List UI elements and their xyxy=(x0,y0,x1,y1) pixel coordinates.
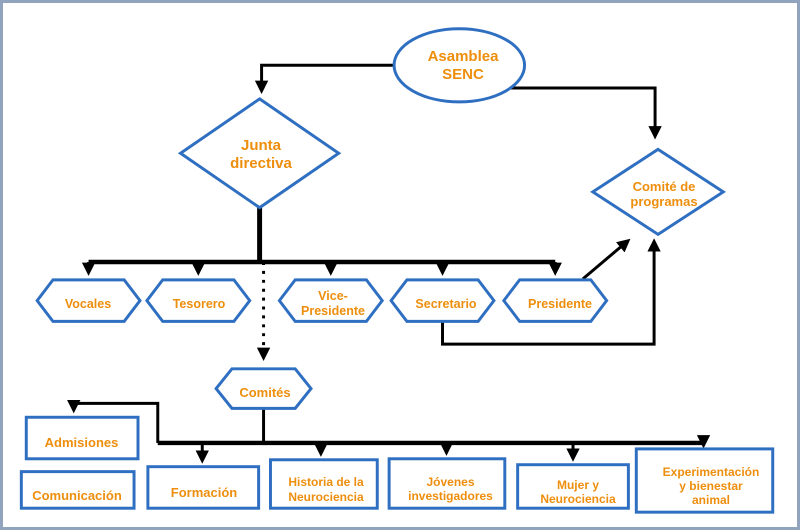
node-experimentacion-label: Experimentación y bienestar animal xyxy=(662,464,760,508)
comite-programas-diamond-shape xyxy=(590,147,727,237)
mujer-box-shape xyxy=(516,463,630,510)
presidente-hexagon-shape xyxy=(501,278,609,323)
node-comite-programas-label: Comité de programas xyxy=(630,178,698,209)
tesorero-hexagon-shape xyxy=(145,278,252,323)
connector-lines xyxy=(67,63,711,464)
node-asamblea-label: Asamblea SENC xyxy=(427,48,499,83)
node-tesorero-label: Tesorero xyxy=(172,296,226,311)
node-jovenes-label: Jóvenes investigadores xyxy=(408,474,493,503)
junta-diamond-shape xyxy=(177,97,342,210)
diagram-layer xyxy=(19,27,775,514)
edge-presidente-comite-programas xyxy=(581,238,631,280)
vocales-hexagon-shape xyxy=(35,278,142,323)
node-shapes xyxy=(19,27,775,514)
node-comunicacion-label: Comunicación xyxy=(32,487,122,503)
node-vicepresidente-label: Vice- Presidente xyxy=(301,289,365,318)
node-formacion-label: Formación xyxy=(170,485,238,501)
formacion-box-shape xyxy=(146,465,261,510)
node-secretario-label: Secretario xyxy=(415,296,477,311)
secretario-hexagon-shape xyxy=(389,278,496,323)
experimentacion-box-shape xyxy=(634,447,775,514)
vicepresidente-hexagon-shape xyxy=(277,278,385,323)
node-comites-label: Comités xyxy=(239,385,291,401)
edge-asamblea-comite-programas xyxy=(510,86,662,140)
node-admisiones-label: Admisiones xyxy=(44,435,119,451)
node-vocales-label: Vocales xyxy=(64,296,112,311)
edge-asamblea-junta xyxy=(254,63,395,95)
asamblea-ellipse-shape xyxy=(392,27,527,104)
node-mujer-label: Mujer y Neurociencia xyxy=(540,477,616,506)
node-junta-directiva-label: Junta directiva xyxy=(230,137,292,172)
admisiones-box-shape xyxy=(24,415,140,461)
historia-box-shape xyxy=(269,458,379,510)
comites-hexagon-shape xyxy=(214,367,313,410)
comunicacion-box-shape xyxy=(19,470,136,510)
edge-drop-admisiones xyxy=(67,400,160,443)
node-presidente-label: Presidente xyxy=(528,296,592,311)
edge-secretario-comite-programas xyxy=(441,238,661,346)
node-historia-label: Historia de la Neurociencia xyxy=(288,475,364,504)
jovenes-box-shape xyxy=(387,457,507,510)
